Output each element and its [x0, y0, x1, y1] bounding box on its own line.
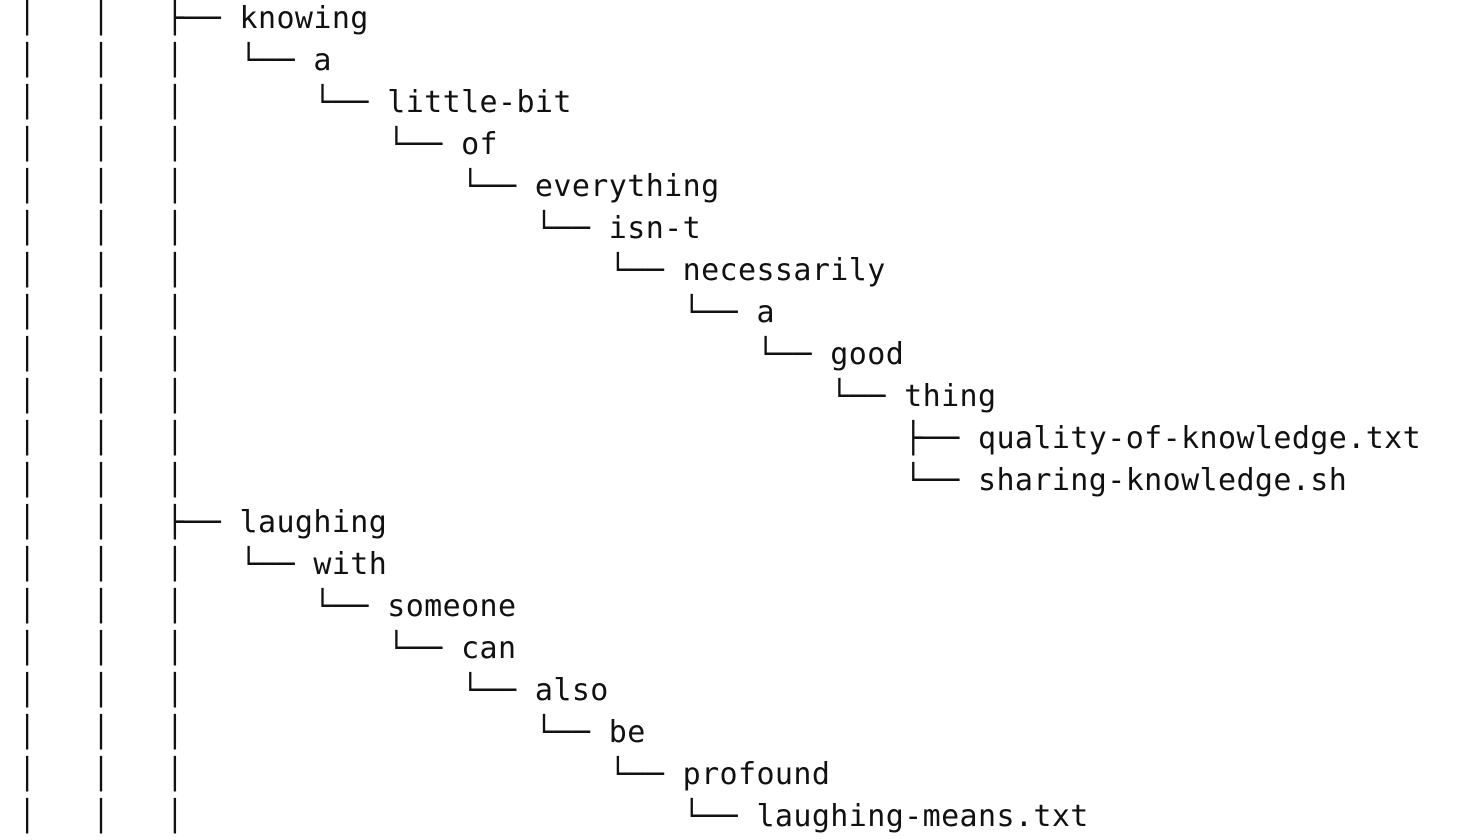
tree-line: │ │ │ └── sharing-knowledge.sh [18, 463, 1348, 498]
tree-line: │ │ │ ├── quality-of-knowledge.txt [18, 421, 1422, 456]
directory-tree-output: │ │ ├── knowing │ │ │ └── a │ │ │ └── litt… [18, 0, 1421, 838]
tree-line: │ │ │ └── everything [18, 169, 720, 204]
tree-line: │ │ │ └── of [18, 127, 498, 162]
tree-line: │ │ │ └── someone [18, 589, 517, 624]
tree-line: │ │ │ └── necessarily [18, 253, 886, 288]
tree-line: │ │ │ └── isn-t [18, 211, 702, 246]
tree-line: │ │ │ └── also [18, 673, 609, 708]
tree-line: │ │ │ └── can [18, 631, 517, 666]
tree-line: │ │ │ └── a [18, 43, 332, 78]
tree-line: │ │ │ └── thing [18, 379, 997, 414]
tree-line: │ │ │ └── be [18, 715, 646, 750]
tree-line: │ │ │ └── little-bit [18, 85, 572, 120]
tree-line: │ │ │ └── a [18, 295, 775, 330]
tree-line: │ │ ├── laughing [18, 505, 388, 540]
tree-line: │ │ ├── knowing [18, 1, 369, 36]
tree-line: │ │ │ └── good [18, 337, 905, 372]
tree-line: │ │ │ └── with [18, 547, 388, 582]
tree-line: │ │ │ └── profound [18, 757, 831, 792]
tree-line: │ │ │ └── laughing-means.txt [18, 799, 1089, 834]
